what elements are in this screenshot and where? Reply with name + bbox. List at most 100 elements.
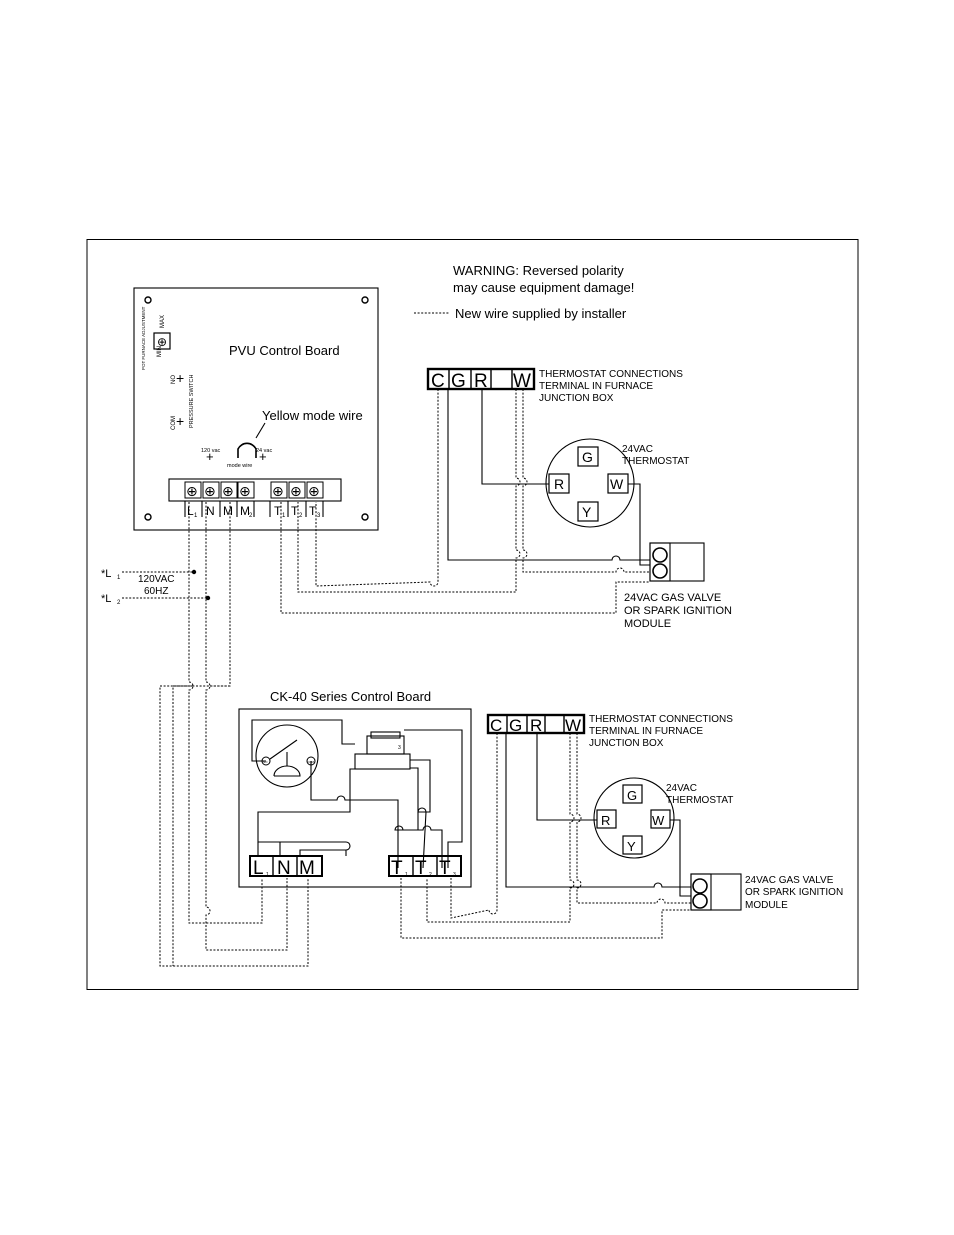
warning-line-2: may cause equipment damage! <box>453 280 634 295</box>
svg-text:T: T <box>391 858 403 879</box>
svg-text:THERMOSTAT: THERMOSTAT <box>622 456 689 467</box>
svg-text:TERMINAL IN FURNACE: TERMINAL IN FURNACE <box>539 381 653 392</box>
svg-text:24VAC GAS VALVE: 24VAC GAS VALVE <box>745 875 834 886</box>
thermostat-terminal-block-1: C G R W THERMOSTAT CONNECTIONS TERMINAL … <box>426 367 683 404</box>
svg-text:R: R <box>530 716 542 735</box>
svg-text:C: C <box>490 716 502 735</box>
v24-label: 24 vac <box>256 448 272 454</box>
v24-plus-icon: + <box>259 449 267 464</box>
svg-text:W: W <box>565 716 581 735</box>
ck40-board-title: CK-40 Series Control Board <box>270 689 431 704</box>
ck40-terminals: L 1 N M T 1 T 2 T 3 <box>249 855 462 879</box>
v120-plus-icon: + <box>206 449 214 464</box>
svg-text:1: 1 <box>405 872 408 878</box>
svg-text:3: 3 <box>398 745 401 751</box>
svg-text:24VAC GAS VALVE: 24VAC GAS VALVE <box>624 592 721 604</box>
svg-text:24VAC: 24VAC <box>622 444 653 455</box>
svg-text:W: W <box>610 476 624 492</box>
svg-text:R: R <box>601 813 610 828</box>
com-plus-icon: + <box>176 413 184 429</box>
svg-text:THERMOSTAT CONNECTIONS: THERMOSTAT CONNECTIONS <box>539 369 683 380</box>
v120-label: 120 vac <box>201 448 221 454</box>
svg-text:*L: *L <box>101 593 111 605</box>
svg-text:2: 2 <box>299 513 303 519</box>
svg-text:JUNCTION BOX: JUNCTION BOX <box>539 393 614 404</box>
svg-text:Y: Y <box>627 839 636 854</box>
pvu-board-title: PVU Control Board <box>229 343 340 358</box>
svg-text:⊕: ⊕ <box>272 483 284 499</box>
svg-text:2: 2 <box>429 872 432 878</box>
svg-text:T: T <box>415 858 427 879</box>
no-label: NO <box>171 375 177 384</box>
svg-text:1: 1 <box>282 513 286 519</box>
warning-line-1: WARNING: Reversed polarity <box>453 263 624 278</box>
svg-text:THERMOSTAT CONNECTIONS: THERMOSTAT CONNECTIONS <box>589 714 733 725</box>
svg-text:1: 1 <box>266 872 269 878</box>
svg-text:⊕: ⊕ <box>222 483 234 499</box>
svg-text:60HZ: 60HZ <box>144 586 168 597</box>
svg-text:G: G <box>627 788 637 803</box>
svg-text:TERMINAL IN FURNACE: TERMINAL IN FURNACE <box>589 726 703 737</box>
svg-text:N: N <box>206 504 215 518</box>
pvu-terminal-strip <box>168 478 342 502</box>
svg-text:L: L <box>253 858 264 879</box>
svg-text:3: 3 <box>317 513 321 519</box>
thermostat-24vac-2: G R W Y 24VAC THERMOSTAT <box>593 777 733 859</box>
svg-text:⊕: ⊕ <box>308 483 320 499</box>
pot-plus-icon: ⊕ <box>157 335 167 349</box>
ck40-control-board: NO COM 3 L 1 N M T 1 T <box>238 708 472 888</box>
power-supply-labels: *L 1 *L 2 120VAC 60HZ <box>101 568 175 606</box>
svg-text:Y: Y <box>582 504 592 520</box>
pot-min-label: MIN <box>157 346 163 357</box>
thermostat-terminal-block-2: C G R W THERMOSTAT CONNECTIONS TERMINAL … <box>486 713 733 749</box>
svg-text:W: W <box>652 813 665 828</box>
svg-text:1: 1 <box>117 575 121 581</box>
pot-adjust-knob[interactable] <box>153 332 171 350</box>
svg-text:OR SPARK IGNITION: OR SPARK IGNITION <box>624 605 732 617</box>
yellow-mode-wire-pointer <box>255 422 266 439</box>
svg-text:M: M <box>240 504 250 518</box>
svg-text:OR SPARK IGNITION: OR SPARK IGNITION <box>745 887 843 898</box>
svg-text:L: L <box>187 504 194 518</box>
mode-wire-loop <box>237 442 257 458</box>
svg-text:G: G <box>509 716 522 735</box>
svg-text:T: T <box>274 504 282 518</box>
mode-wire-label: mode wire <box>227 463 252 469</box>
no-plus-icon: + <box>176 370 184 386</box>
svg-text:2: 2 <box>117 600 121 606</box>
svg-text:⊕: ⊕ <box>186 483 198 499</box>
svg-text:*L: *L <box>101 568 111 580</box>
svg-text:G: G <box>451 371 466 392</box>
thermostat-24vac-1: G R W Y 24VAC THERMOSTAT <box>545 438 689 528</box>
pressure-switch-label: PRESSURE SWITCH <box>189 374 195 428</box>
svg-text:⊕: ⊕ <box>239 483 251 499</box>
pvu-control-board: PVU Control Board ⊕ POT FURNACE ADJUSTME… <box>133 287 379 531</box>
svg-text:R: R <box>554 476 564 492</box>
com-label: COM <box>171 416 177 430</box>
yellow-mode-wire-label: Yellow mode wire <box>262 408 363 423</box>
pot-max-label: MAX <box>160 315 166 328</box>
pvu-terminal-labels: L 1 N M M 2 T 1 T 2 T 3 <box>187 504 321 519</box>
svg-text:MODULE: MODULE <box>745 900 788 911</box>
pot-furnace-label: POT FURNACE ADJUSTMENT <box>141 306 146 370</box>
svg-text:N: N <box>277 858 291 879</box>
svg-text:3: 3 <box>453 872 456 878</box>
svg-text:C: C <box>431 371 445 392</box>
svg-text:G: G <box>582 449 593 465</box>
svg-text:T: T <box>291 504 299 518</box>
svg-text:R: R <box>474 371 488 392</box>
svg-text:MODULE: MODULE <box>624 618 671 630</box>
svg-text:T: T <box>309 504 317 518</box>
gas-valve-module-1: 24VAC GAS VALVE OR SPARK IGNITION MODULE <box>624 542 732 630</box>
svg-text:120VAC: 120VAC <box>138 574 175 585</box>
diagram-frame <box>86 239 859 990</box>
svg-text:M: M <box>223 504 233 518</box>
svg-text:JUNCTION BOX: JUNCTION BOX <box>589 738 664 749</box>
pvu-terminals: ⊕ ⊕ ⊕ ⊕ ⊕ ⊕ ⊕ <box>184 481 324 499</box>
svg-text:⊕: ⊕ <box>290 483 302 499</box>
svg-text:W: W <box>513 371 531 392</box>
svg-text:T: T <box>439 858 451 879</box>
svg-text:⊕: ⊕ <box>204 483 216 499</box>
svg-text:1: 1 <box>194 513 198 519</box>
